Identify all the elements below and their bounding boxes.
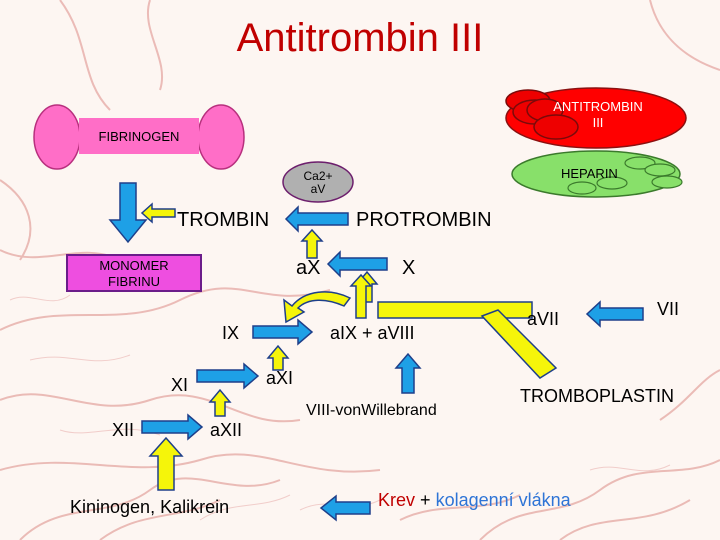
monomer-label-line1: MONOMER (99, 258, 169, 273)
arrow-ix-to-aix (252, 318, 314, 346)
antitrombin-blob-4 (533, 114, 579, 140)
arrow-kininogen-to-xii (148, 436, 184, 491)
antitrombin-line2: III (592, 115, 604, 130)
viii-vwf-label: VIII-vonWillebrand (306, 402, 437, 419)
fibrinogen-label: FIBRINOGEN (98, 128, 180, 144)
arrow-axii-to-xi (208, 388, 232, 417)
x-label: X (402, 257, 416, 279)
heparin-blob-3 (651, 175, 683, 189)
axi-label: aXI (266, 368, 294, 388)
ca-label: Ca2+ (303, 169, 333, 183)
av-label: aV (310, 182, 326, 196)
xii-label: XII (112, 420, 135, 440)
arrow-fibrinogen-to-monomer (108, 182, 148, 244)
ix-label: IX (222, 323, 240, 343)
aix-aviii-label: aIX + aVIII (330, 323, 415, 343)
fibrinogen-box: FIBRINOGEN (79, 118, 199, 154)
arrow-aix-curved (283, 291, 352, 324)
arrow-aix-to-x (349, 273, 373, 319)
arrow-x-to-ax (326, 250, 388, 278)
krev-kolagen-label: Krev + kolagenní vlákna (378, 491, 571, 509)
heparin-label: HEPARIN (561, 166, 618, 181)
heparin-blob-2 (644, 163, 676, 177)
protrombin-label: PROTROMBIN (356, 209, 492, 231)
arrow-ax-to-protrombin (300, 228, 324, 259)
vii-label: VII (657, 299, 680, 319)
ca-av-label: Ca2+ aV (283, 170, 353, 196)
avii-label: aVII (527, 309, 560, 329)
axii-label: aXII (210, 420, 243, 440)
tromboplastin-label: TROMBOPLASTIN (520, 386, 675, 406)
arrow-trombin-to-fibrinogen (140, 202, 176, 224)
arrow-xi-to-axi (196, 362, 260, 390)
monomer-label-line2: FIBRINU (108, 274, 160, 289)
arrow-viii-to-aix (394, 352, 422, 394)
antitrombin-label: ANTITROMBIN III (548, 99, 648, 131)
arrow-protrombin-to-trombin (284, 205, 349, 233)
fibrinogen-left-cap (33, 104, 81, 170)
page-title: Antitrombin III (236, 16, 484, 60)
trombin-label: TROMBIN (177, 209, 270, 231)
tromboplastin-branch (480, 309, 558, 379)
arrow-vii-to-avii (585, 300, 644, 328)
arrow-axi-to-ix (266, 344, 290, 371)
antitrombin-line1: ANTITROMBIN (553, 99, 643, 114)
ca-av-ellipse (282, 161, 354, 203)
heparin-blob-4 (596, 176, 628, 190)
monomer-fibrinu-box: MONOMER FIBRINU (66, 254, 202, 292)
tromboplastin-bar (377, 301, 533, 319)
arrow-xii-to-axii (141, 413, 204, 441)
krev-text: Krev (378, 490, 416, 510)
xi-label: XI (171, 375, 189, 395)
plus-text: + (420, 490, 431, 510)
kolagen-text: kolagenní vlákna (435, 490, 571, 510)
heparin-blob-5 (567, 181, 597, 195)
fibrinogen-right-cap (197, 104, 245, 170)
kininogen-label: Kininogen, Kalikrein (70, 497, 230, 517)
arrow-krev-to-kininogen (319, 494, 371, 522)
ax-label: aX (296, 257, 321, 279)
